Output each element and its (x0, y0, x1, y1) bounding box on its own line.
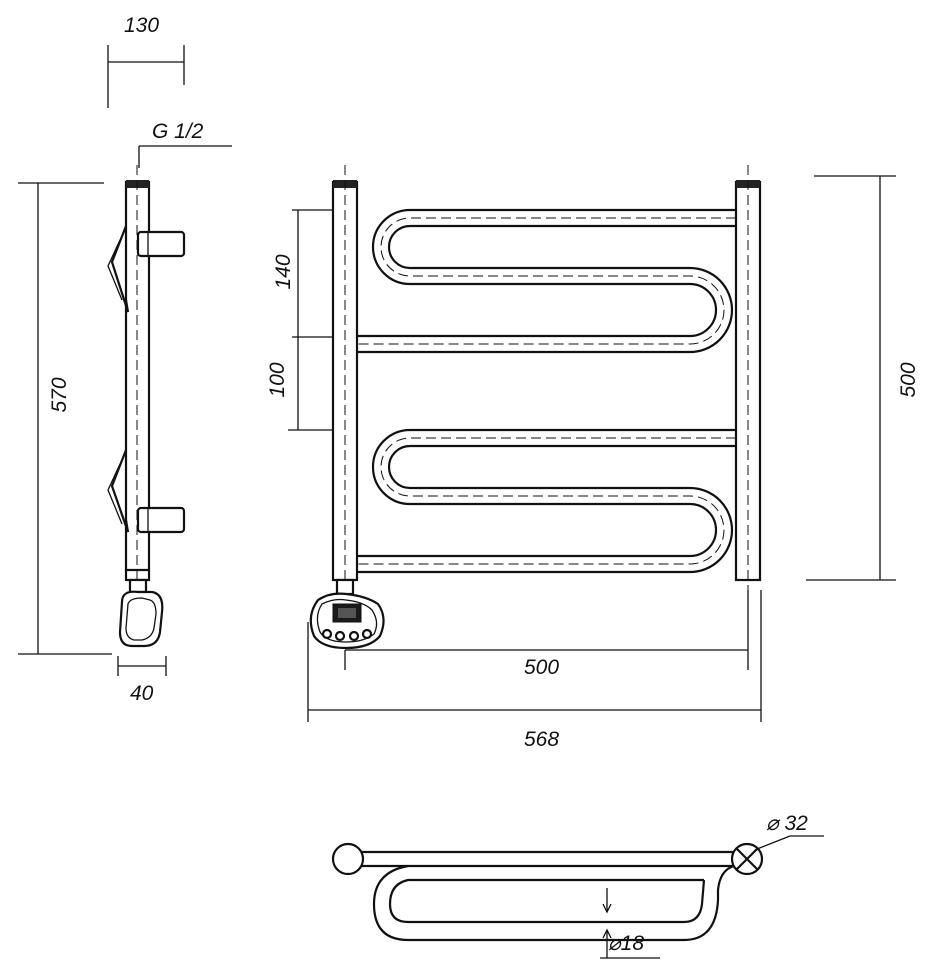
left-riser-section (331, 842, 365, 876)
center-width-label: 500 (524, 656, 559, 679)
lower-wall-bracket (110, 449, 130, 533)
lower-connector (136, 506, 186, 534)
side-heater-knob (118, 590, 164, 648)
upper-coil-inner (356, 224, 736, 354)
total-height-label: 570 (48, 377, 71, 412)
front-view: 140 100 500 (266, 165, 920, 751)
loop-pipe-diameter-label: ⌀18 (608, 932, 644, 955)
thread-size-label: G 1/2 (152, 120, 204, 143)
center-height-label: 500 (897, 362, 920, 397)
controller-button-1 (321, 628, 333, 640)
loop-inner (388, 878, 706, 924)
main-pipe-diameter-label: ⌀ 32 (766, 812, 808, 835)
controller-button-4 (361, 628, 373, 640)
controller-button-2 (334, 630, 346, 642)
controller-button-3 (348, 630, 360, 642)
mid-spacing-label: 100 (266, 362, 289, 397)
upper-wall-bracket (110, 225, 130, 313)
lower-coil-outer (356, 428, 736, 558)
top-spacing-label: 140 (272, 254, 295, 289)
upper-connector (136, 230, 186, 258)
loop-outer (372, 864, 735, 942)
top-view: ⌀ 32 ⌀18 (331, 812, 824, 959)
depth-dimension-label: 130 (124, 14, 159, 37)
lower-coil-inner (356, 444, 736, 574)
upper-coil-outer (356, 208, 736, 338)
heater-depth-label: 40 (130, 682, 154, 705)
side-view: 130 G 1/2 570 40 (18, 14, 232, 705)
overall-width-label: 568 (524, 728, 559, 751)
